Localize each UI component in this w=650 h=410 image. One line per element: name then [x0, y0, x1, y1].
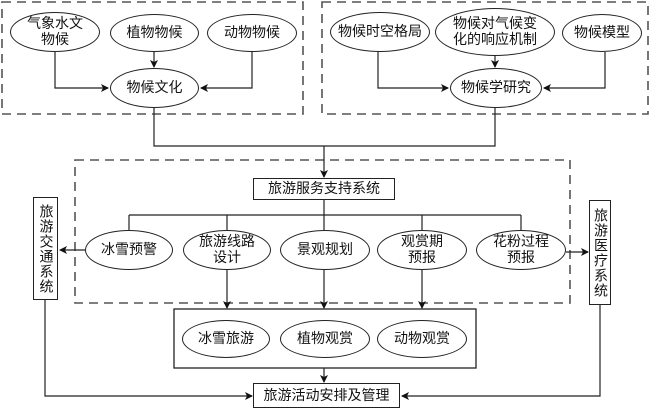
node-spatiotemporal-pattern: 物候时空格局 — [330, 12, 430, 52]
node-animal-phenology: 动物物候 — [207, 14, 297, 52]
node-phenology-culture: 物候文化 — [110, 68, 199, 108]
node-service-system: 旅游服务支持系统 — [253, 178, 395, 200]
arrow-transport-to-management — [44, 300, 253, 400]
arrow-medical-to-management — [401, 305, 601, 400]
node-hydro-phenology: 气象水文 物候 — [10, 12, 100, 52]
node-climate-response: 物候对气候变 化的响应机制 — [435, 8, 555, 56]
node-route-design: 旅游线路 设计 — [183, 230, 271, 270]
node-viewing-forecast: 观赏期 预报 — [377, 230, 467, 270]
node-pollen-forecast: 花粉过程 预报 — [476, 230, 566, 270]
node-animal-viewing: 动物观赏 — [377, 320, 467, 358]
node-medical-system: 旅游医疗系统 — [589, 200, 611, 305]
arrow-model-to-research — [543, 52, 606, 92]
arrow-animal-to-culture — [200, 52, 253, 92]
node-plant-phenology: 植物物候 — [110, 14, 199, 52]
node-phenology-model: 物候模型 — [562, 14, 642, 52]
node-plant-viewing: 植物观赏 — [280, 320, 370, 358]
arrow-pattern-to-research — [377, 52, 449, 92]
node-ice-tourism: 冰雪旅游 — [182, 320, 270, 358]
activities-box — [173, 308, 477, 369]
group-phenology-research — [321, 1, 649, 115]
node-phenology-research: 物候学研究 — [450, 68, 542, 108]
arrow-hydro-to-culture — [54, 52, 109, 92]
group-phenology-culture — [1, 1, 304, 115]
node-ice-warning: 冰雪预警 — [85, 230, 173, 270]
node-transport-system: 旅游交通系统 — [33, 197, 58, 300]
node-activity-management: 旅游活动安排及管理 — [253, 383, 400, 408]
node-landscape-planning: 景观规划 — [280, 230, 370, 270]
